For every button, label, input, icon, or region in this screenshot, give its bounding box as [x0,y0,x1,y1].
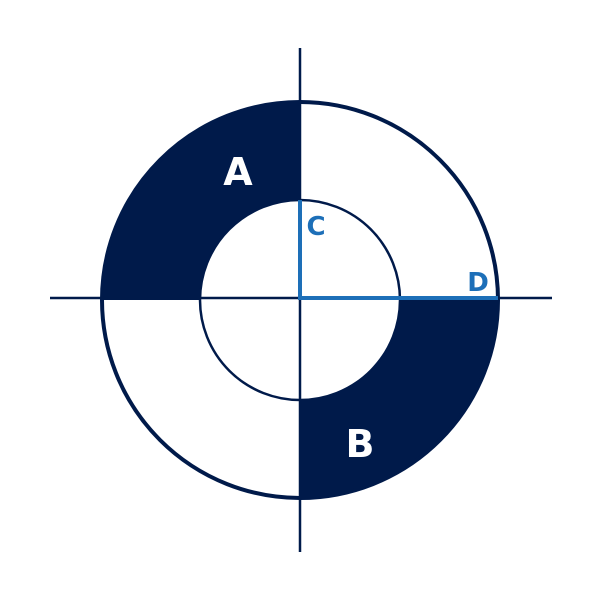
region-b-shaded-quadrant [300,300,498,498]
radius-c-label: C [306,212,325,242]
region-b-label: B [346,422,375,466]
region-a-label: A [223,150,253,194]
radius-d-label: D [467,268,489,298]
region-a-shaded-quadrant [102,102,300,300]
